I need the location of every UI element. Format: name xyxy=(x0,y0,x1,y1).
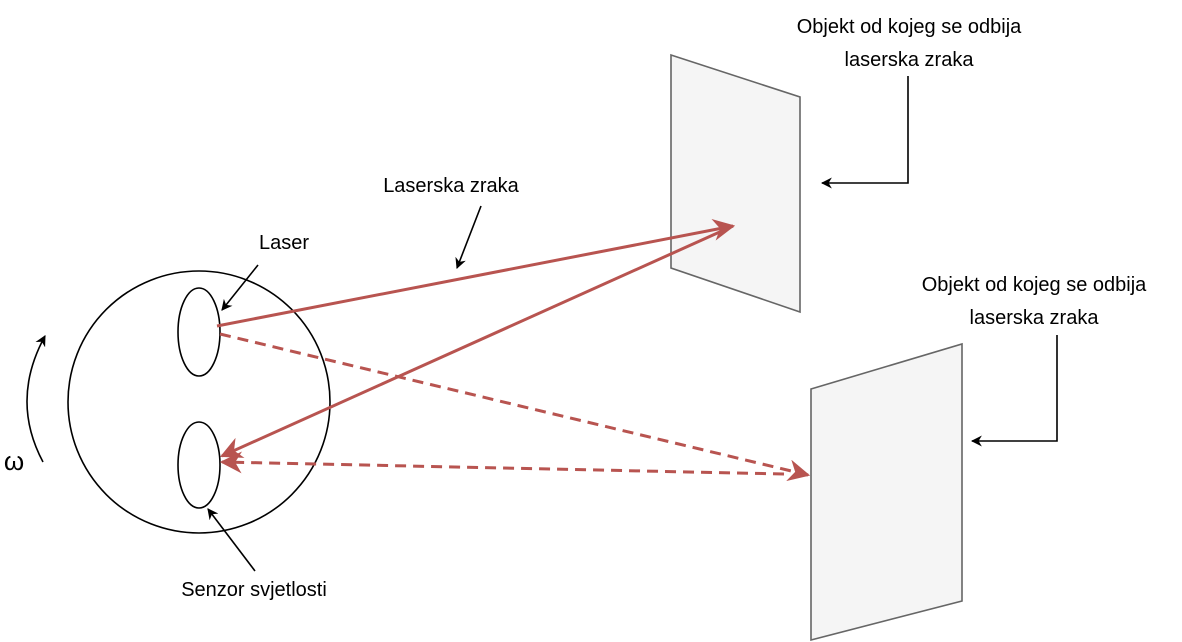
object-panel-top xyxy=(670,53,801,314)
label-object-top-line2: laserska zraka xyxy=(845,49,975,71)
label-object-top-line1: Objekt od kojeg se odbija xyxy=(797,16,1022,38)
laser-beam-outgoing-dashed xyxy=(219,332,811,482)
label-laser-beam: Laserska zraka xyxy=(383,175,519,197)
object-top-pointer-arrow xyxy=(820,76,909,189)
label-sensor: Senzor svjetlosti xyxy=(181,579,327,601)
laser-beam-outgoing xyxy=(216,218,736,328)
device-head xyxy=(67,270,331,534)
laser-pointer-arrow xyxy=(221,264,259,311)
label-object-bottom-line2: laserska zraka xyxy=(970,307,1100,329)
beam-pointer-arrow xyxy=(455,205,482,270)
sensor-pointer-arrow xyxy=(207,508,256,572)
label-laser: Laser xyxy=(259,232,309,254)
laser-emitter xyxy=(177,287,221,377)
object-bottom-pointer-arrow xyxy=(970,335,1058,447)
rotation-arrow-icon xyxy=(26,335,46,463)
light-sensor xyxy=(177,421,221,509)
label-omega: ω xyxy=(4,446,24,476)
laser-beam-return xyxy=(219,224,734,458)
laser-beam-return-dashed xyxy=(219,451,785,476)
object-panel-bottom xyxy=(810,342,963,642)
label-object-bottom-line1: Objekt od kojeg se odbija xyxy=(922,274,1147,296)
